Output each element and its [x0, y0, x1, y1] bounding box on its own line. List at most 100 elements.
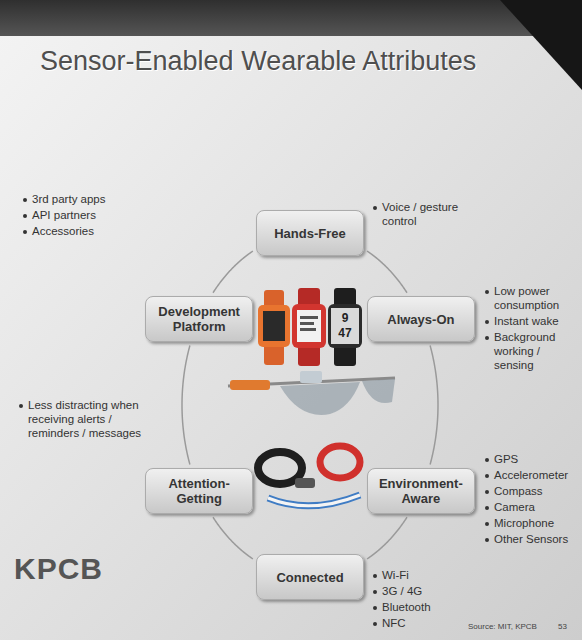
bullet-item: Camera [484, 500, 578, 514]
bullet-item: Low power consumption [484, 284, 578, 312]
watch-body [328, 304, 362, 348]
bullet-text: Low power consumption [494, 284, 578, 312]
title-band [0, 0, 582, 36]
bullet-text: Wi-Fi [382, 568, 452, 582]
ring-connector [367, 251, 407, 293]
ring-connector [182, 345, 190, 464]
bullet-dot [373, 622, 377, 626]
bullet-item: Accelerometer [484, 468, 578, 482]
bullet-item: Instant wake [484, 314, 578, 328]
attribute-box: Development Platform [145, 296, 253, 342]
bullet-item: Accessories [22, 224, 134, 238]
bullet-dot [485, 458, 489, 462]
ring-connector [367, 517, 407, 559]
bullet-text: 3G / 4G [382, 584, 452, 598]
watch-digits: 9 [331, 311, 359, 325]
watch-screen [297, 310, 321, 342]
bullet-dot [485, 320, 489, 324]
bullet-dot [373, 606, 377, 610]
glasses-lens [280, 382, 360, 415]
watch-screen [263, 311, 285, 341]
ring-connector [213, 251, 253, 293]
attribute-name: Hands-Free [274, 226, 346, 241]
watch-digits: 47 [331, 326, 359, 340]
attribute-name: Attention-Getting [152, 476, 246, 506]
bullet-dot [373, 590, 377, 594]
bullet-item: Less distracting when receiving alerts /… [18, 398, 142, 440]
bullet-dot [23, 214, 27, 218]
glasses-lens [362, 379, 395, 403]
source-note: 53 [558, 622, 578, 632]
screen-line [300, 328, 316, 331]
room-shadow [500, 0, 582, 90]
bullet-dot [485, 474, 489, 478]
bullet-item: GPS [484, 452, 578, 466]
bullet-text: Background working / sensing [494, 330, 578, 372]
attribute-box: Hands-Free [256, 210, 364, 256]
fitness-band [258, 452, 302, 484]
bullet-text: API partners [32, 208, 134, 222]
bullet-dot [485, 506, 489, 510]
bullet-text: Voice / gesture control [382, 200, 464, 228]
watch-body [292, 304, 326, 348]
glasses-prism [300, 371, 322, 383]
watch-digits: 47 [331, 326, 359, 340]
bullet-dot [373, 574, 377, 578]
watch-digits: 9 [331, 311, 359, 325]
bullet-item: Voice / gesture control [372, 200, 464, 228]
bullet-dot [485, 490, 489, 494]
bullet-dot [23, 230, 27, 234]
bullet-text: Microphone [494, 516, 578, 530]
bullet-text: Other Sensors [494, 532, 578, 546]
brand-logo: KPCB [14, 552, 134, 586]
bullet-dot [485, 290, 489, 294]
watch-screen [331, 308, 359, 344]
bullet-text: 3rd party apps [32, 192, 134, 206]
attribute-name: Development Platform [152, 304, 246, 334]
screen-line [300, 322, 314, 325]
ring-connector [213, 517, 253, 559]
bullet-text: NFC [382, 616, 452, 630]
bullet-item: Wi-Fi [372, 568, 452, 582]
attribute-box: Attention-Getting [145, 468, 253, 514]
bullet-item: Background working / sensing [484, 330, 578, 372]
fitness-band [320, 446, 360, 478]
watch-body [258, 305, 290, 347]
watch-strap [264, 290, 284, 365]
bullet-dot [485, 538, 489, 542]
attribute-box: Always-On [367, 296, 475, 342]
attribute-name: Environment-Aware [374, 476, 468, 506]
bullet-dot [23, 198, 27, 202]
fitness-band [268, 495, 360, 506]
bullet-text: Accelerometer [494, 468, 578, 482]
bullet-item: Microphone [484, 516, 578, 530]
bullet-item: 3rd party apps [22, 192, 134, 206]
bullet-text: Compass [494, 484, 578, 498]
bullet-item: API partners [22, 208, 134, 222]
source-note: Source: MIT, KPCB [468, 622, 558, 632]
bullet-item: Other Sensors [484, 532, 578, 546]
bullet-item: 3G / 4G [372, 584, 452, 598]
bullet-text: GPS [494, 452, 578, 466]
bullet-dot [485, 522, 489, 526]
slide-title: Sensor-Enabled Wearable Attributes [40, 46, 476, 77]
fitness-band-stripe [268, 495, 360, 506]
bullet-text: Less distracting when receiving alerts /… [28, 398, 142, 440]
bullet-item: Compass [484, 484, 578, 498]
ring-connector [430, 345, 438, 464]
bullet-text: Instant wake [494, 314, 578, 328]
screen-line [300, 316, 318, 319]
watch-strap [298, 288, 320, 366]
bullet-text: Camera [494, 500, 578, 514]
attribute-name: Always-On [387, 312, 454, 327]
attribute-name: Connected [276, 570, 343, 585]
bullet-item: NFC [372, 616, 452, 630]
fitness-tracker [295, 478, 315, 488]
bullet-dot [485, 336, 489, 340]
brand-logo: KPCB [14, 552, 134, 586]
source-note: 53 [558, 622, 578, 632]
attribute-box: Environment-Aware [367, 468, 475, 514]
